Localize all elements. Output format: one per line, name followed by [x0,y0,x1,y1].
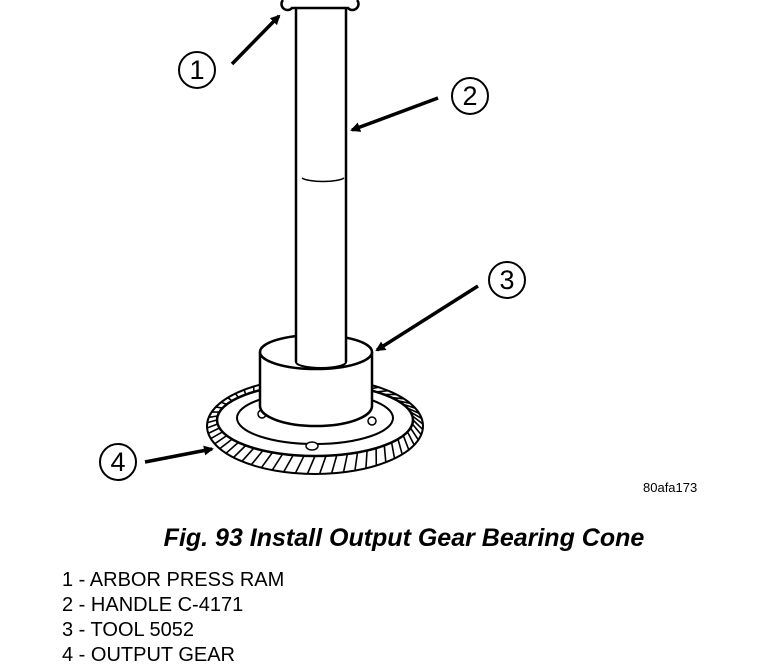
callout-4-number: 4 [110,447,125,477]
legend-label: TOOL 5052 [91,619,194,641]
legend-item: 4 - OUTPUT GEAR [62,643,284,668]
legend-item: 3 - TOOL 5052 [62,618,284,643]
legend-number: 2 [62,594,73,616]
legend-number: 1 [62,569,73,591]
callout-1: 1 [179,52,215,88]
handle-c4171 [296,0,346,368]
legend-label: ARBOR PRESS RAM [90,569,284,591]
callout-3-number: 3 [499,265,514,295]
legend-item: 2 - HANDLE C-4171 [62,593,284,618]
callout-4: 4 [100,444,136,480]
figure-caption: Fig. 93 Install Output Gear Bearing Cone [0,524,768,553]
callout-2: 2 [452,78,488,114]
legend-separator: - [73,619,90,641]
legend-label: HANDLE C-4171 [91,594,243,616]
callout-arrow-4 [145,449,212,462]
callout-3: 3 [489,262,525,298]
legend-number: 3 [62,619,73,641]
legend-number: 4 [62,644,73,666]
callout-arrow-3 [377,286,478,350]
legend-separator: - [73,569,90,591]
callout-1-number: 1 [189,55,204,85]
parts-legend: 1 - ARBOR PRESS RAM 2 - HANDLE C-4171 3 … [62,568,284,668]
callout-2-number: 2 [462,81,477,111]
arbor-press-ram [281,0,358,10]
callout-arrow-1 [232,16,279,64]
legend-item: 1 - ARBOR PRESS RAM [62,568,284,593]
figure-reference-code: 80afa173 [643,480,697,495]
callout-arrow-2 [352,98,438,130]
legend-separator: - [73,644,91,666]
installation-diagram: 1 2 3 4 [0,0,768,520]
legend-label: OUTPUT GEAR [91,644,235,666]
legend-separator: - [73,594,91,616]
